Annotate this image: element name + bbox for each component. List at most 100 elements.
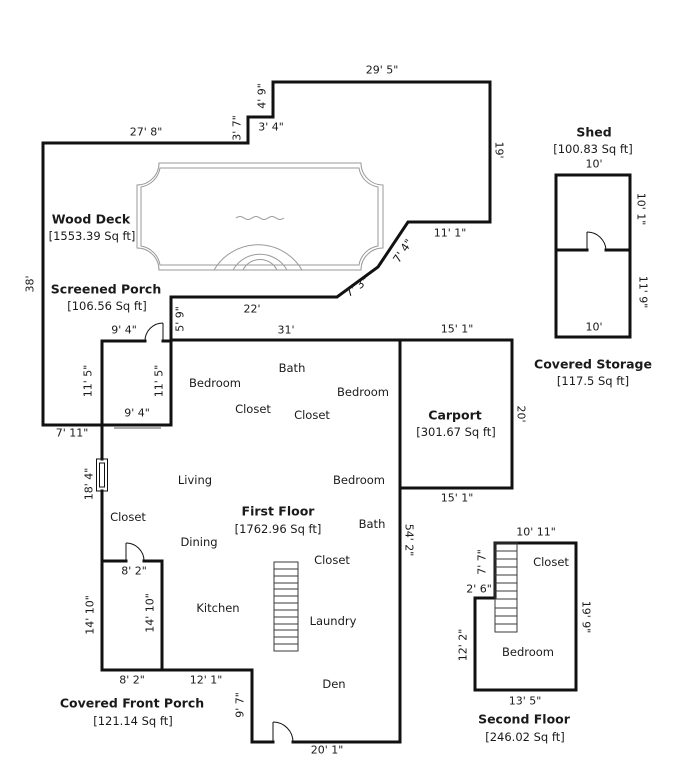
dim-13-5: 13' 5"	[509, 695, 542, 708]
dim-15-1-bottom: 15' 1"	[441, 492, 474, 505]
dim-15-1-top: 15' 1"	[441, 323, 474, 336]
front-porch-door-arc-icon	[125, 542, 145, 562]
pool-decoration	[136, 162, 384, 271]
room-den: Den	[322, 677, 345, 691]
dim-20-1: 20' 1"	[311, 744, 344, 757]
dim-38: 38'	[24, 275, 37, 292]
dim-10-top: 10'	[585, 158, 602, 171]
dim-7-11: 7' 11"	[56, 427, 89, 440]
room-closet-4: Closet	[314, 553, 350, 567]
front-porch-walls	[100, 559, 164, 672]
dim-8-2-top: 8' 2"	[121, 565, 147, 578]
dim-2-6: 2' 6"	[466, 583, 492, 596]
dim-10-11: 10' 11"	[516, 526, 556, 539]
dim-3-4: 3' 4"	[258, 121, 284, 134]
dim-3-7: 3' 7"	[231, 115, 244, 141]
dim-18-4: 18' 4"	[83, 468, 96, 501]
dim-9-7: 9' 7"	[234, 692, 247, 718]
dim-8-2-bottom: 8' 2"	[119, 674, 145, 687]
area-screened-porch: [106.56 Sq ft]	[67, 299, 146, 313]
dim-20: 20'	[515, 405, 528, 422]
shed-storage-walls	[554, 173, 632, 339]
dim-22: 22'	[243, 303, 260, 316]
title-screened-porch: Screened Porch	[51, 282, 161, 297]
stairs-second-floor-treads	[495, 550, 517, 625]
title-first-floor: First Floor	[242, 504, 316, 519]
first-floor-outline	[160, 338, 402, 744]
room-laundry: Laundry	[310, 614, 357, 628]
dim-29-5: 29' 5"	[366, 64, 399, 77]
deck-outline	[41, 80, 492, 427]
dim-11-1: 11' 1"	[434, 227, 467, 240]
area-first-floor: [1762.96 Sq ft]	[235, 522, 322, 536]
dim-10-1: 10' 1"	[635, 193, 648, 226]
room-bedroom-1: Bedroom	[189, 376, 241, 390]
dim-9-4-top: 9' 4"	[111, 324, 137, 337]
dim-19-9: 19' 9"	[580, 601, 593, 634]
title-shed: Shed	[576, 125, 611, 140]
stairs-second-floor-frame	[494, 542, 518, 633]
area-shed: [100.83 Sq ft]	[553, 142, 632, 156]
room-dining: Dining	[180, 535, 217, 549]
dim-14-10-right: 14' 10"	[144, 593, 157, 633]
pool-outer-border	[136, 162, 384, 271]
dim-12-2: 12' 2"	[457, 629, 470, 662]
shed-door-arc-icon	[586, 231, 607, 251]
screened-porch-room	[100, 322, 173, 563]
title-wood-deck: Wood Deck	[52, 212, 131, 227]
carport-walls	[400, 338, 514, 490]
dim-9-4-bottom: 9' 4"	[124, 407, 150, 420]
title-second-floor: Second Floor	[478, 712, 571, 727]
dim-14-10-left: 14' 10"	[84, 595, 97, 635]
dim-10-bottom: 10'	[585, 321, 602, 334]
dim-5-9: 5' 9"	[174, 306, 187, 332]
pool-inner-border	[140, 167, 379, 266]
title-covered-storage: Covered Storage	[534, 357, 652, 372]
water-wave-icon	[235, 216, 285, 220]
room-kitchen: Kitchen	[196, 601, 239, 615]
window-inner	[99, 462, 105, 488]
room-closet-5: Closet	[533, 555, 569, 569]
area-carport: [301.67 Sq ft]	[416, 425, 495, 439]
room-bath-2: Bath	[359, 517, 386, 531]
room-bedroom-4: Bedroom	[502, 645, 554, 659]
carport-outline	[400, 338, 514, 490]
dim-11-9: 11' 9"	[637, 276, 650, 309]
title-carport: Carport	[428, 408, 481, 423]
dim-31: 31'	[277, 324, 294, 337]
dim-27-8: 27' 8"	[130, 126, 163, 139]
dim-12-1: 12' 1"	[190, 674, 223, 687]
labels-layer: 27' 8"3' 7"3' 4"4' 9"29' 5"19'11' 1"7' 4…	[24, 64, 652, 757]
deck-walls	[41, 80, 492, 425]
front-porch-room	[100, 542, 164, 672]
dim-54-2: 54' 2"	[403, 524, 416, 557]
dim-11-5-left: 11' 5"	[82, 365, 95, 398]
pool-steps-arcs	[213, 244, 303, 271]
den-door-arc-icon	[272, 721, 294, 743]
room-bedroom-3: Bedroom	[333, 473, 385, 487]
area-covered-storage: [117.5 Sq ft]	[557, 374, 629, 388]
area-front-porch: [121.14 Sq ft]	[93, 714, 172, 728]
title-front-porch: Covered Front Porch	[60, 696, 204, 711]
stairs-first-floor-frame	[273, 561, 299, 652]
house-bottom-walls	[160, 668, 402, 744]
stairs-first-floor-treads	[274, 568, 298, 645]
shed-storage-outline	[554, 173, 632, 339]
dim-11-5-right: 11' 5"	[153, 365, 166, 398]
room-bedroom-2: Bedroom	[337, 385, 389, 399]
dim-7-3: 7' 3"	[343, 274, 371, 300]
window-icon	[96, 458, 108, 492]
room-living: Living	[178, 473, 212, 487]
area-second-floor: [246.02 Sq ft]	[485, 730, 564, 744]
room-closet-3: Closet	[110, 510, 146, 524]
dim-7-7: 7' 7"	[476, 549, 489, 575]
room-bath-1: Bath	[279, 361, 306, 375]
screened-porch-walls	[100, 339, 173, 563]
window-outer	[96, 458, 108, 492]
area-wood-deck: [1553.39 Sq ft]	[49, 229, 136, 243]
room-closet-2: Closet	[294, 408, 330, 422]
dim-19: 19'	[493, 141, 506, 158]
room-closet-1: Closet	[235, 402, 271, 416]
